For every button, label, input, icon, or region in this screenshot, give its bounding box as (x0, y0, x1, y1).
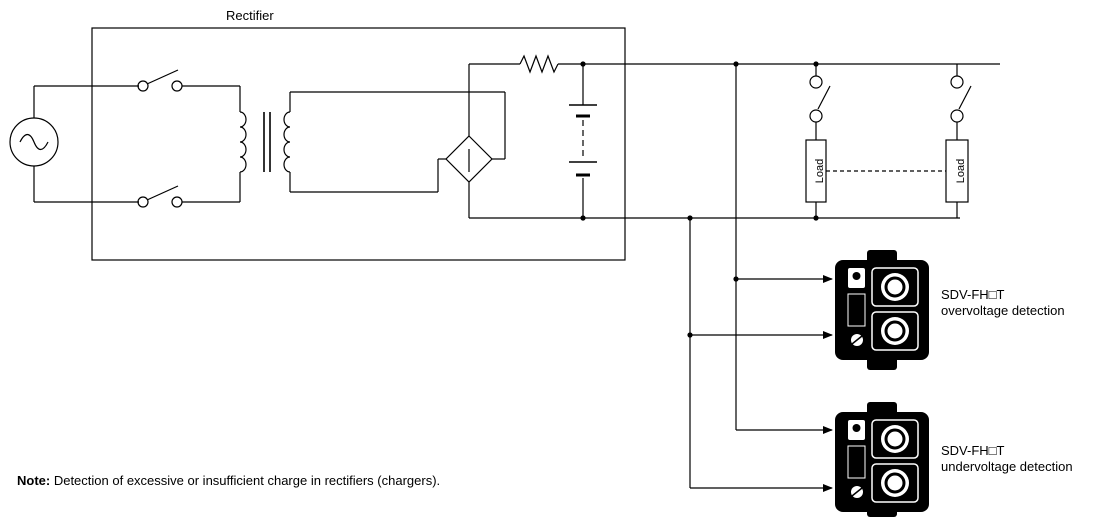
battery (569, 104, 597, 177)
note: Note: Detection of excessive or insuffic… (17, 473, 440, 488)
device-overvoltage (835, 250, 929, 370)
transformer-secondary-coil (283, 111, 291, 173)
load-label-1: Load (814, 159, 826, 183)
load-switch-2 (950, 75, 972, 123)
device-undervoltage (835, 402, 929, 517)
top-switch (137, 69, 183, 92)
note-label: Note: (17, 473, 50, 488)
transformer-primary-coil (239, 111, 247, 173)
ac-source-symbol (9, 117, 59, 167)
rectifier-box (91, 27, 626, 261)
device-over-model: SDV-FH□T (941, 287, 1005, 302)
device-over-function: overvoltage detection (941, 303, 1065, 318)
bridge-rectifier (445, 135, 493, 183)
device-under-model: SDV-FH□T (941, 443, 1005, 458)
load-label-2: Load (955, 159, 967, 183)
resistor (519, 54, 559, 74)
rectifier-label: Rectifier (226, 8, 274, 23)
note-text: Detection of excessive or insufficient c… (50, 473, 440, 488)
bottom-switch (137, 185, 183, 208)
load-switch-1 (809, 75, 831, 123)
junction-dots (580, 61, 819, 338)
device-under-function: undervoltage detection (941, 459, 1073, 474)
